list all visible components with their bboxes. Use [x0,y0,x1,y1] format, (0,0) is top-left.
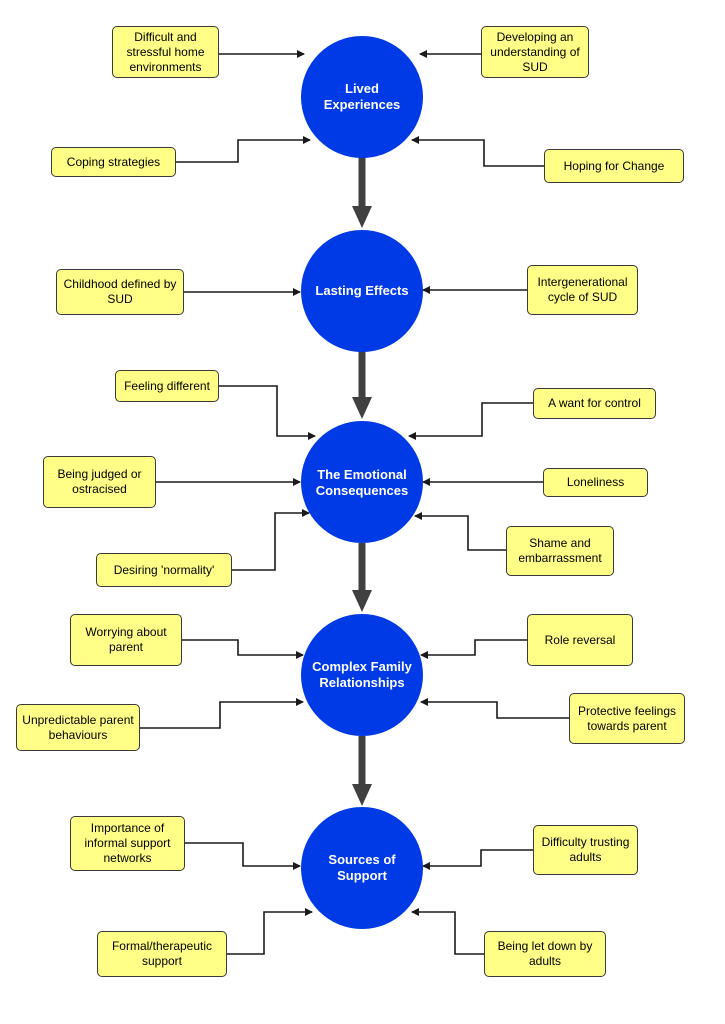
theme-circle-emotional-consequences [301,421,423,543]
connector-unpredictable [140,698,304,729]
subtheme-box-desiring-normality: Desiring 'normality' [96,553,232,587]
connector-feeling-different [219,385,316,440]
connector-formal [227,908,313,955]
connector-role-reversal [420,639,527,659]
theme-circle-lived-experiences [301,36,423,158]
subtheme-box-understanding-sud: Developing an understanding of SUD [481,26,589,78]
subtheme-box-loneliness: Loneliness [543,468,648,497]
subtheme-box-formal-therapeutic: Formal/therapeutic support [97,931,227,977]
subtheme-box-childhood-defined: Childhood defined by SUD [56,269,184,315]
theme-label-family-relationships: Complex Family Relationships [312,659,412,690]
theme-label-sources-support: Sources of Support [328,852,396,883]
connector-shame [414,512,506,551]
connector-let-down [411,908,484,955]
connector-hoping [411,136,544,167]
connectors [140,50,569,955]
subtheme-box-want-control: A want for control [533,388,656,419]
subtheme-box-judged-ostracised: Being judged or ostracised [43,456,156,508]
subtheme-box-intergenerational: Intergenerational cycle of SUD [527,265,638,315]
theme-circle-lasting-effects [301,230,423,352]
subtheme-box-role-reversal: Role reversal [527,614,633,666]
connector-normality [232,509,310,571]
subtheme-box-shame-embarrassment: Shame and embarrassment [506,526,614,576]
subtheme-box-difficulty-trusting: Difficulty trusting adults [533,825,638,875]
subtheme-box-coping-strategies: Coping strategies [51,147,176,177]
connector-want-control [408,402,533,440]
connector-trusting [422,849,533,870]
connector-informal [185,842,301,870]
theme-label-lasting-effects: Lasting Effects [315,283,409,298]
connector-protective [420,698,569,719]
theme-circle-sources-support [301,807,423,929]
theme-label-lived-experiences: Lived Experiences [323,81,401,112]
subtheme-box-home-environments: Difficult and stressful home environment… [112,26,219,78]
theme-label-emotional-consequences: The Emotional Consequences [315,467,409,498]
connector-worrying [182,639,304,659]
subtheme-box-unpredictable-behaviours: Unpredictable parent behaviours [16,704,140,751]
connector-coping [176,136,311,163]
theme-circles [301,36,423,929]
subtheme-box-worrying-parent: Worrying about parent [70,614,182,666]
subtheme-box-hoping-change: Hoping for Change [544,149,684,183]
subtheme-box-protective-feelings: Protective feelings towards parent [569,693,685,744]
theme-circle-family-relationships [301,614,423,736]
subtheme-box-feeling-different: Feeling different [115,370,219,402]
subtheme-box-informal-support: Importance of informal support networks [70,816,185,871]
subtheme-box-let-down-adults: Being let down by adults [484,931,606,977]
